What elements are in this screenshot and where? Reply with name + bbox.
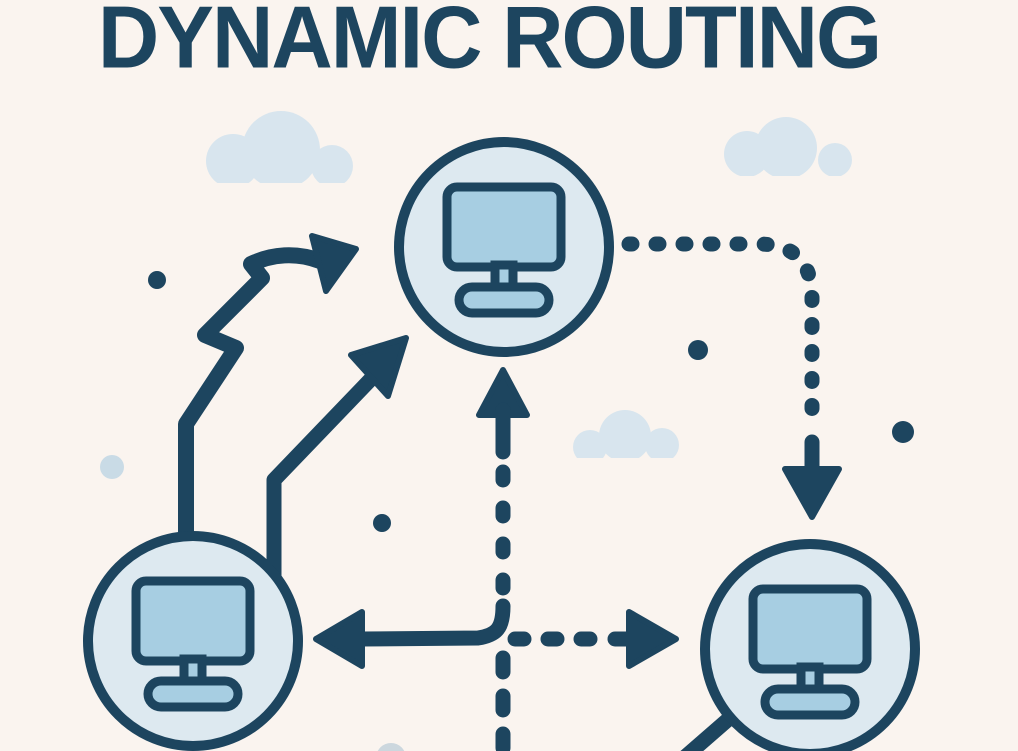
node-bottom-right [705,544,915,751]
ink-dot [148,271,166,289]
cloud-bottom-peek [377,743,405,751]
ink-dot [688,340,708,360]
ink-dot [373,514,391,532]
cloud-top-right [724,117,852,176]
zigzag-arrow [178,233,359,560]
double-headed-dashed-arrow [313,598,679,669]
accent-dot [100,455,124,479]
node-top [399,142,609,352]
node-bottom-left [88,536,298,746]
desktop-computer-icon [399,142,609,352]
dashed-up-arrow [476,367,530,751]
desktop-computer-icon [88,536,298,746]
cloud-top-left [206,111,353,183]
ink-dot [892,421,914,443]
cloud-middle [573,410,679,458]
dotted-curve-arrow [621,236,842,520]
straight-arrow [266,335,409,593]
desktop-computer-icon [705,544,915,751]
